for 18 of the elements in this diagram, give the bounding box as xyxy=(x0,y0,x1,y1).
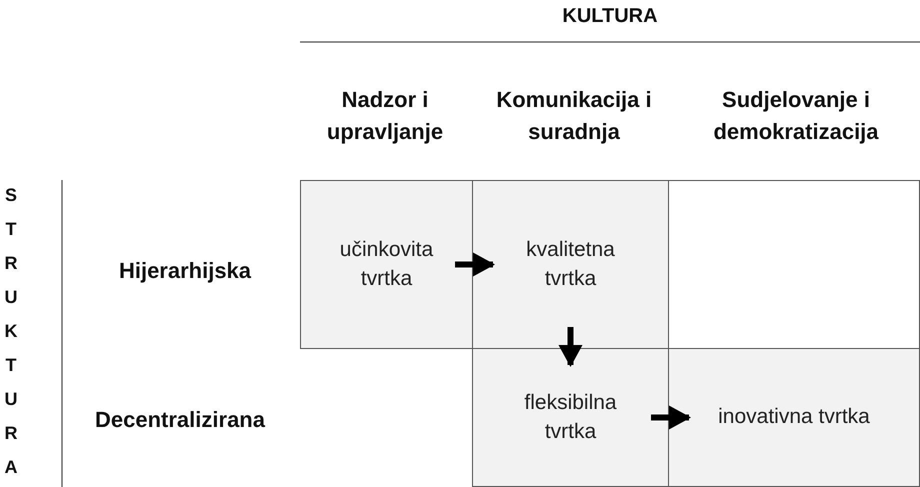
matrix-cell xyxy=(668,348,920,487)
column-header: Sudjelovanje i demokratizacija xyxy=(712,86,880,146)
matrix-cell xyxy=(300,180,473,349)
cell-text: kvalitetna tvrtka xyxy=(525,237,616,292)
cell-text: fleksibilna tvrtka xyxy=(523,390,618,444)
column-header: Komunikacija i suradnja xyxy=(495,86,653,146)
cell-text: učinkovita tvrtka xyxy=(338,237,434,292)
arrow xyxy=(455,252,495,276)
cell-text: inovativna tvrtka xyxy=(718,404,870,430)
arrow xyxy=(558,327,582,367)
column-header: Nadzor i upravljanje xyxy=(326,86,444,146)
matrix-cell xyxy=(472,180,669,349)
arrow xyxy=(651,406,691,430)
matrix-cell xyxy=(472,348,669,487)
axis-title: STRUKTURA xyxy=(4,184,18,479)
row-header: Decentralizirana xyxy=(94,406,266,434)
axis-title: KULTURA xyxy=(561,4,659,29)
row-header: Hijerarhijska xyxy=(118,257,252,285)
